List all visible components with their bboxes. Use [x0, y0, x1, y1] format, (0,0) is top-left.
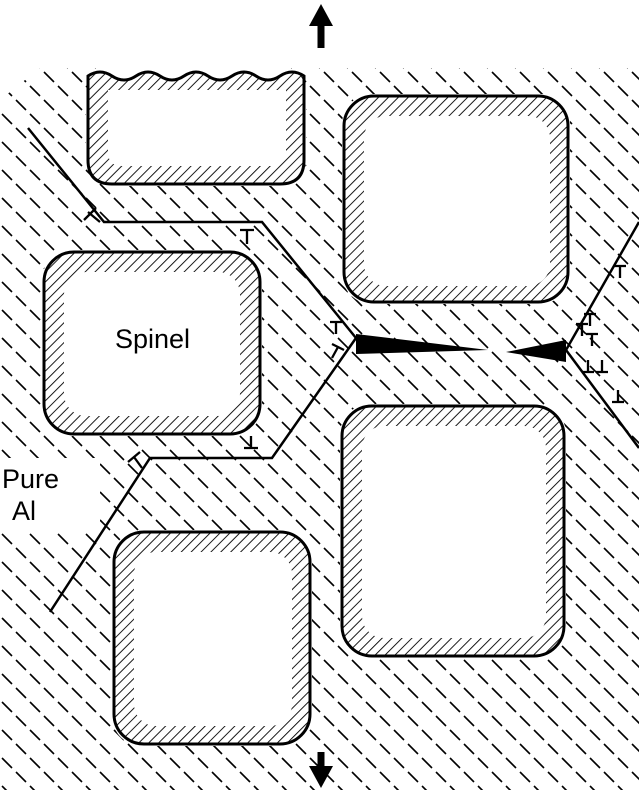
spinel-particle-bottom-right [340, 404, 566, 658]
slip-band-left [27, 127, 358, 613]
spinel-particle-top-right [342, 94, 570, 304]
tensile-load-arrow-down [309, 752, 333, 788]
pure-al-label-line2: Al [12, 496, 36, 526]
pure-al-label-line1: Pure [2, 464, 59, 494]
spinel-particle-top-left [86, 70, 306, 186]
tensile-load-arrow-up [309, 4, 333, 48]
void-crack-left [356, 334, 488, 354]
spinel-label: Spinel [115, 324, 190, 354]
dislocation-symbols [83, 207, 626, 469]
void-crack-right [506, 340, 566, 362]
spinel-particle-labeled [42, 250, 262, 436]
spinel-particle-bottom-left [112, 530, 312, 746]
